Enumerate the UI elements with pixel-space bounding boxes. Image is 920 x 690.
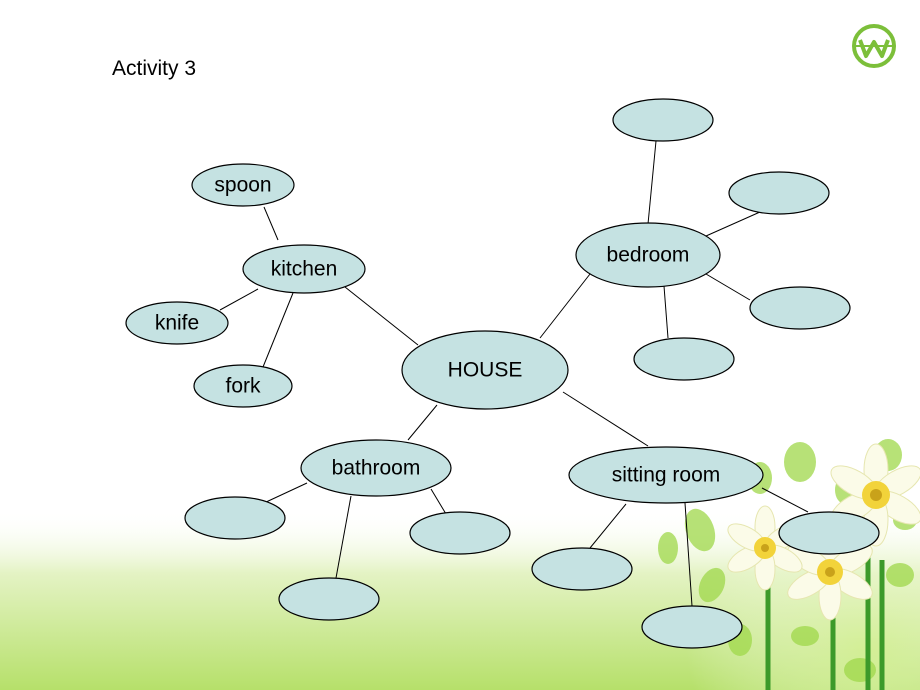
center-to-room-line (539, 273, 591, 339)
blank-item-node (278, 577, 380, 621)
blank-item-node (778, 511, 880, 555)
blank-item-node-shape (612, 98, 714, 142)
room-node-sitting-room-label: sitting room (612, 464, 721, 487)
item-node-fork-label: fork (225, 375, 261, 398)
blank-item-node-shape (778, 511, 880, 555)
room-node-bathroom-shape (300, 439, 452, 497)
room-node-bedroom: bedroom (575, 222, 721, 288)
room-to-item-line (647, 140, 657, 225)
center-node-label: HOUSE (448, 359, 523, 382)
blank-item-node (641, 605, 743, 649)
center-to-room-line (407, 404, 438, 441)
room-to-item-line (761, 487, 809, 513)
room-node-sitting-room: sitting room (568, 446, 764, 504)
room-node-bathroom-label: bathroom (332, 457, 421, 480)
center-node: HOUSE (401, 330, 569, 410)
blank-item-node (728, 171, 830, 215)
room-node-bathroom: bathroom (300, 439, 452, 497)
room-node-sitting-room-shape (568, 446, 764, 504)
center-to-room-line (344, 286, 419, 346)
blank-item-node (612, 98, 714, 142)
room-node-kitchen: kitchen (242, 244, 366, 294)
blank-item-node (749, 286, 851, 330)
room-to-item-line (430, 488, 447, 515)
item-node-fork-shape (193, 364, 293, 408)
blank-item-node-shape (184, 496, 286, 540)
room-to-item-line (263, 206, 279, 241)
blank-item-node (184, 496, 286, 540)
item-node-spoon-label: spoon (214, 174, 271, 197)
item-node-spoon: spoon (191, 163, 295, 207)
blank-item-node-shape (641, 605, 743, 649)
blank-item-node (633, 337, 735, 381)
blank-item-node (409, 511, 511, 555)
blank-item-node-shape (749, 286, 851, 330)
room-to-item-line (663, 285, 669, 339)
room-to-item-line (705, 211, 761, 237)
room-to-item-line (263, 482, 308, 504)
item-node-knife-label: knife (155, 312, 199, 335)
room-to-item-line (705, 273, 751, 301)
activity-title: Activity 3 (112, 57, 197, 80)
mind-map-nodes: spoon knife fork kitchen bedroom bathroom sitt… (125, 98, 880, 649)
center-node-shape (401, 330, 569, 410)
room-node-bedroom-label: bedroom (607, 244, 690, 267)
logo-icon (852, 24, 896, 68)
blank-item-node (531, 547, 633, 591)
room-node-bedroom-shape (575, 222, 721, 288)
connector-lines (219, 140, 809, 607)
daffodil-flower (787, 523, 873, 621)
room-node-kitchen-shape (242, 244, 366, 294)
item-node-knife: knife (125, 301, 229, 345)
item-node-knife-shape (125, 301, 229, 345)
room-to-item-line (589, 503, 627, 549)
blank-item-node-shape (409, 511, 511, 555)
blank-item-node-shape (728, 171, 830, 215)
room-node-kitchen-label: kitchen (271, 258, 338, 281)
room-to-item-line (335, 495, 352, 579)
item-node-spoon-shape (191, 163, 295, 207)
center-to-room-line (562, 391, 649, 447)
blank-item-node-shape (633, 337, 735, 381)
room-to-item-line (262, 292, 294, 368)
blank-item-node-shape (278, 577, 380, 621)
room-to-item-line (219, 288, 259, 311)
item-node-fork: fork (193, 364, 293, 408)
blank-item-node-shape (531, 547, 633, 591)
room-to-item-line (684, 502, 693, 607)
